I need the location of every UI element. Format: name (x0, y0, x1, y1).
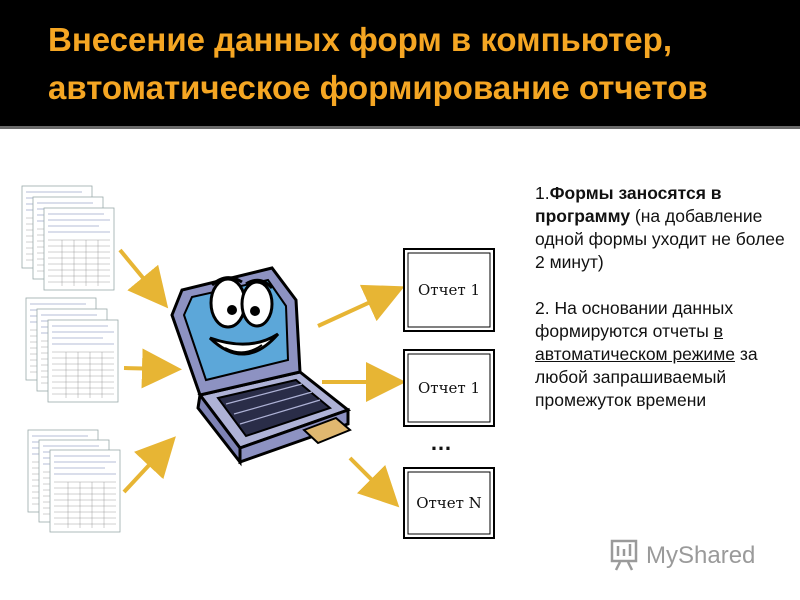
watermark-text: MyShared (646, 542, 756, 569)
slide-title-line-1: Внесение данных форм в компьютер, (48, 21, 672, 58)
arrow-form1-to-computer (118, 248, 169, 309)
arrow-computer-to-report1 (317, 284, 405, 328)
report-label-2: Отчет 1 (418, 379, 480, 397)
paragraph-1: 1.Формы заносятся в программу (на добавл… (535, 182, 785, 274)
report-label-1: Отчет 1 (418, 281, 480, 299)
slide-title: Внесение данных форм в компьютер, автома… (48, 16, 788, 112)
myshared-logo-icon (610, 539, 638, 571)
ellipsis: … (430, 430, 453, 455)
form-stack-2 (25, 297, 119, 403)
title-bar (0, 0, 800, 128)
slide-title-line-2: автоматическое формирование отчетов (48, 69, 708, 106)
report-box-2 (403, 349, 495, 427)
paragraph-2: 2. На основании данных формируются отчет… (535, 297, 785, 412)
p1-prefix: 1. (535, 183, 550, 203)
form-stack-3 (27, 429, 121, 533)
report-box-1 (403, 248, 495, 332)
title-bar-divider (0, 126, 800, 129)
report-box-3 (403, 467, 495, 539)
arrow-computer-to-report3 (348, 456, 400, 508)
p2-prefix: 2. На основании данных формируются отчет… (535, 298, 734, 341)
arrow-form2-to-computer (123, 348, 182, 389)
p1-bold: Формы заносятся в программу (535, 183, 722, 226)
p2-rest: за любой запрашиваемый промежуток времен… (535, 344, 758, 410)
form-stack-1 (21, 185, 115, 291)
watermark: MyShared (610, 540, 770, 572)
cartoon-computer-icon (170, 266, 352, 467)
description-text: 1.Формы заносятся в программу (на добавл… (535, 182, 785, 435)
p2-underlined: в автоматическом режиме (535, 321, 735, 364)
arrow-form3-to-computer (122, 436, 176, 494)
report-label-3: Отчет N (416, 494, 482, 512)
p1-rest: (на добавление одной формы уходит не бол… (535, 206, 785, 272)
